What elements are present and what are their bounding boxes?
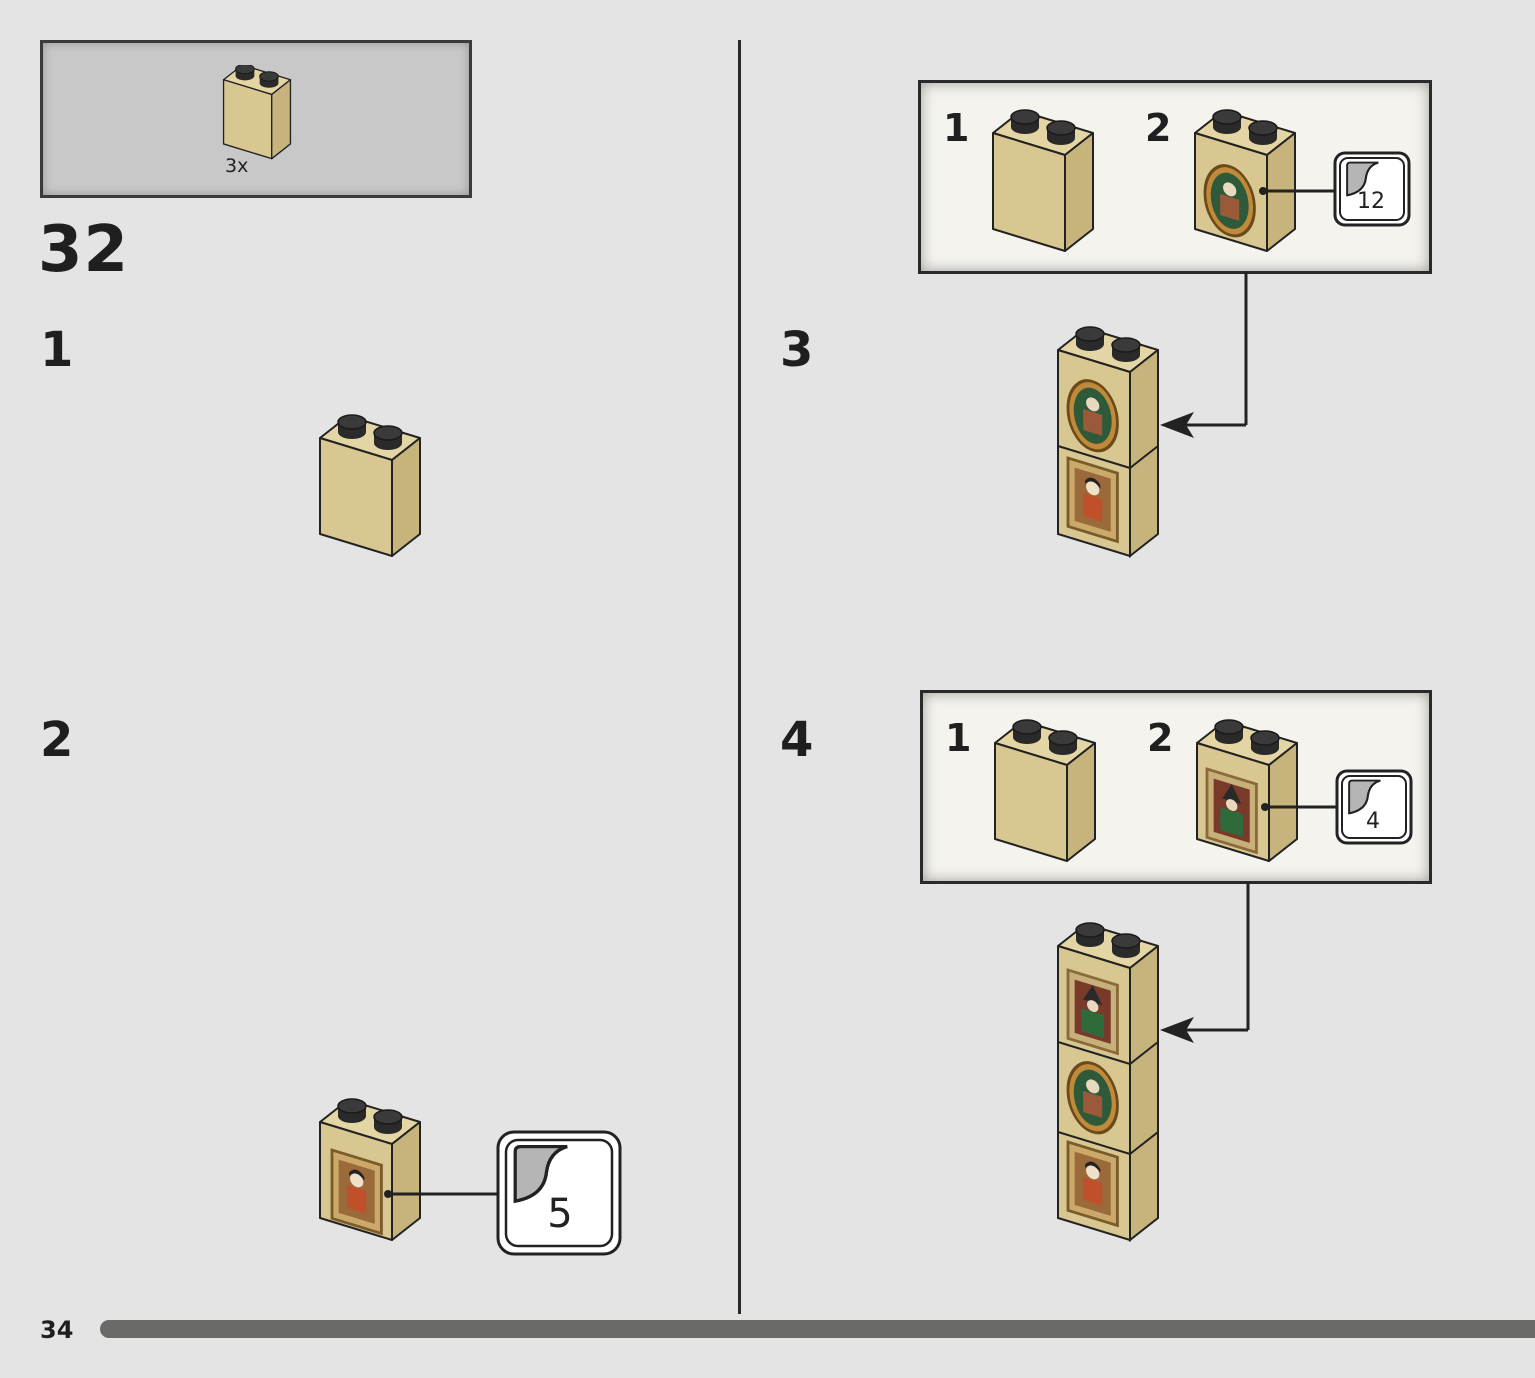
page-divider: [738, 40, 741, 1314]
substep-1-brick-illustration: [319, 414, 421, 557]
callout-b-number-1: 1: [945, 716, 972, 760]
callout-a-number-1: 1: [943, 106, 970, 150]
callout-box-step-4: 1 2 4: [920, 690, 1432, 884]
step-number: 32: [38, 213, 130, 287]
callout-b-number-2: 2: [1147, 716, 1174, 760]
substep-2-illustration: [319, 1098, 622, 1256]
callout-a-plain-brick: [992, 109, 1094, 252]
substep-2-number: 2: [40, 712, 74, 768]
parts-brick-icon: [222, 65, 292, 160]
sticker-number-5: 5: [547, 1191, 573, 1237]
substep-3-number: 3: [780, 322, 814, 378]
parts-list-box: 3x: [40, 40, 472, 198]
progress-bar: [100, 1320, 1535, 1338]
parts-count: 3x: [225, 155, 249, 177]
page-number: 34: [40, 1316, 74, 1344]
callout-a-number-2: 2: [1145, 106, 1172, 150]
callout-b-plain-brick: [994, 719, 1096, 862]
substep-4-number: 4: [780, 712, 814, 768]
callout-b-sticker-brick: [1196, 719, 1413, 862]
callout-a-sticker-brick: [1194, 109, 1411, 252]
step-4-assembly: [1057, 882, 1250, 1242]
callout-box-step-3: 1 2 12: [918, 80, 1432, 274]
callout-a-sticker-number: 12: [1357, 189, 1385, 214]
step-3-assembly: [1057, 272, 1248, 559]
callout-b-sticker-number: 4: [1366, 809, 1380, 834]
substep-1-number: 1: [40, 322, 74, 378]
